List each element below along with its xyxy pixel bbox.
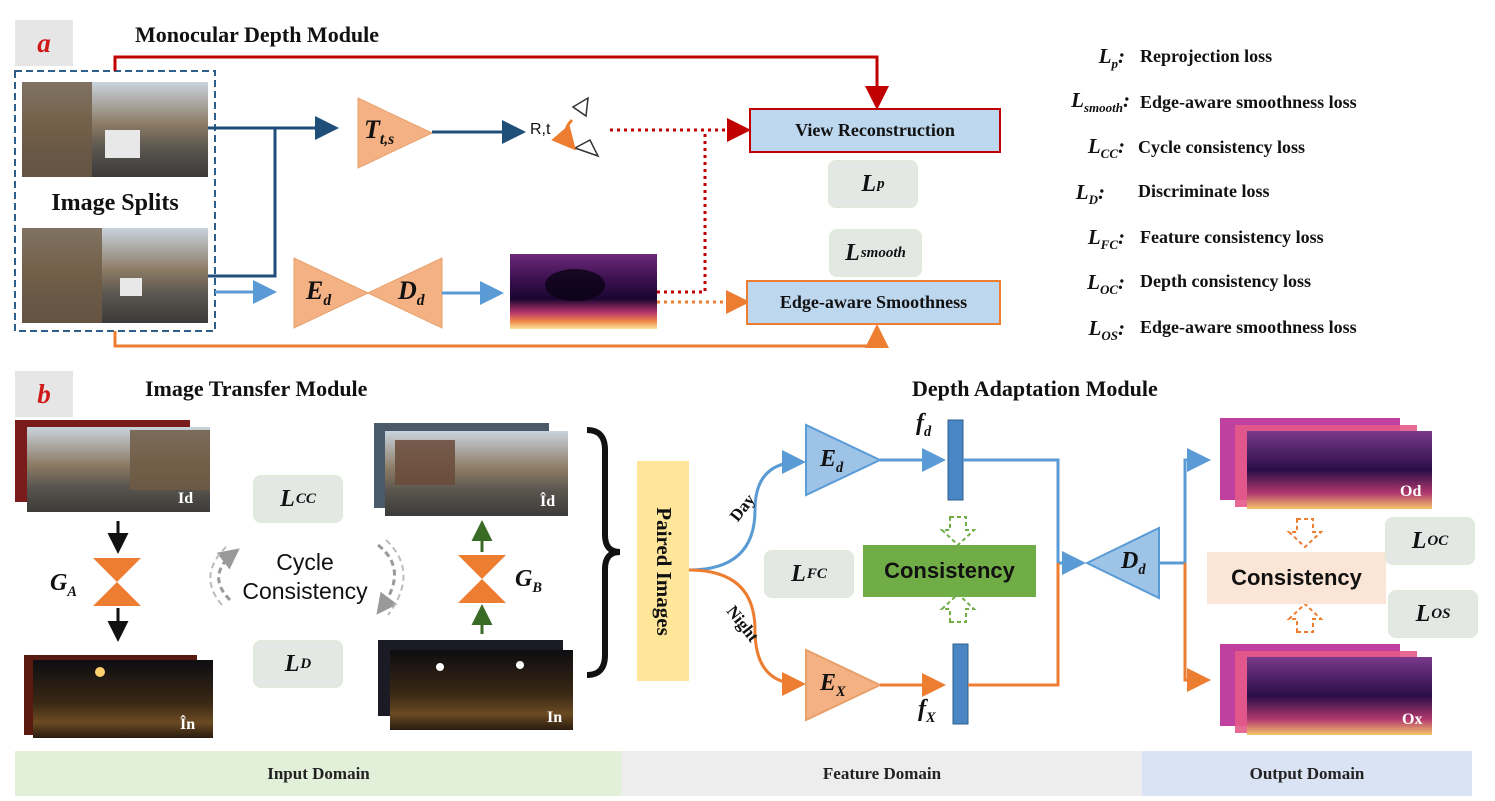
panel-b-tag: b xyxy=(15,371,73,417)
legend-text-6: Edge-aware smoothness loss xyxy=(1140,317,1357,337)
camera-pose-icon xyxy=(571,96,600,158)
out-arrow-up xyxy=(1286,602,1324,633)
day-image-label: Id xyxy=(178,490,194,507)
legend-sym-1: Lsmooth: xyxy=(1071,88,1130,116)
legend-sym-6: LOS: xyxy=(1088,316,1125,344)
output-domain-bar xyxy=(1142,751,1472,796)
consistency-feat-label: Consistency xyxy=(884,558,1015,583)
legend-sym-0: Lp: xyxy=(1098,44,1125,72)
feature-bar-day xyxy=(947,419,964,501)
fake-day-image-label: Îd xyxy=(540,493,556,510)
image-transfer-title: Image Transfer Module xyxy=(145,376,368,401)
pose-net-shape xyxy=(357,97,434,169)
pose-output-label: R,t xyxy=(530,121,551,138)
out-day-label: Od xyxy=(1400,483,1422,500)
gb-label: GB xyxy=(515,566,542,596)
view-recon-box xyxy=(749,108,1001,153)
ga-top xyxy=(93,558,141,582)
feat-x-label: fX xyxy=(918,696,936,726)
arrow-day xyxy=(688,450,806,572)
consistency-out-box xyxy=(1207,552,1386,604)
enc-x-label: EX xyxy=(820,670,846,700)
depth-adaptation-title: Depth Adaptation Module xyxy=(912,376,1158,401)
enc-d-shape xyxy=(805,423,883,497)
out-arrow-down xyxy=(1286,518,1324,549)
paired-images-label-wrap: Paired Images xyxy=(637,461,689,681)
pose-net-label: Tt,s xyxy=(364,115,395,149)
legend-sym-3: LD: xyxy=(1075,180,1105,208)
feature-bar-night xyxy=(952,643,969,725)
arrow-night xyxy=(688,568,806,696)
feat-d-label: fd xyxy=(916,410,932,440)
paired-images-label: Paired Images xyxy=(651,506,676,636)
night-photo xyxy=(390,650,573,730)
out-day-map xyxy=(1247,431,1432,509)
legend-text-5: Depth consistency loss xyxy=(1140,271,1312,291)
out-night-label: Ox xyxy=(1402,711,1423,728)
input-domain-bar xyxy=(15,751,622,796)
input-domain-label: Input Domain xyxy=(267,763,370,783)
out-night-map xyxy=(1247,657,1432,735)
feat-arrow-down xyxy=(939,516,977,547)
legend-sym-5: LOC: xyxy=(1087,270,1125,298)
cycle-consistency-label: Cycle Consistency xyxy=(235,548,375,606)
dec-d-label: Dd xyxy=(1121,548,1146,578)
legend-text-0: Reprojection loss xyxy=(1140,46,1273,66)
arrow-bottom-to-smooth xyxy=(113,324,889,348)
consistency-feat-box xyxy=(863,545,1036,597)
panel-a-tag: a xyxy=(15,20,73,66)
fake-night-photo xyxy=(33,660,213,738)
legend-text-4: Feature consistency loss xyxy=(1140,227,1324,247)
image-splits-label: Image Splits xyxy=(51,190,179,216)
feature-domain-label: Feature Domain xyxy=(822,763,942,783)
legend-text-3: Discriminate loss xyxy=(1138,181,1270,201)
view-recon-label: View Reconstruction xyxy=(795,120,955,140)
enc-d-label: Ed xyxy=(820,446,844,476)
legend-sym-2: LCC: xyxy=(1087,134,1125,162)
cycle-line2: Consistency xyxy=(242,578,368,604)
feature-domain-bar xyxy=(622,751,1142,796)
feat-arrow-up xyxy=(939,592,977,623)
fake-night-image-label: În xyxy=(180,716,196,733)
consistency-out-label: Consistency xyxy=(1231,565,1362,590)
arrow-top-to-recon xyxy=(113,55,889,110)
paired-images-box xyxy=(637,461,689,681)
ga-bottom xyxy=(93,582,141,606)
encoder-shape xyxy=(293,257,370,329)
ga-label: GA xyxy=(50,570,77,600)
night-image-label: In xyxy=(547,709,563,726)
legend-sym-4: LFC: xyxy=(1087,225,1125,253)
legend-text-1: Edge-aware smoothness loss xyxy=(1140,92,1357,112)
decoder-label: Dd xyxy=(398,276,425,310)
smoothness-label: Edge-aware Smoothness xyxy=(779,292,968,312)
gb-top xyxy=(458,555,506,579)
encoder-label: Ed xyxy=(306,276,332,310)
cycle-line1: Cycle xyxy=(276,549,334,575)
smoothness-box xyxy=(746,280,1001,325)
output-domain-label: Output Domain xyxy=(1249,763,1365,783)
monocular-depth-title: Monocular Depth Module xyxy=(135,22,380,47)
enc-x-shape xyxy=(805,648,883,722)
cycle-arrows xyxy=(216,543,398,615)
gb-bottom xyxy=(458,579,506,603)
brace xyxy=(586,427,621,678)
arrow-bottom-split-to-pose xyxy=(208,128,277,278)
legend-text-2: Cycle consistency loss xyxy=(1138,137,1305,157)
